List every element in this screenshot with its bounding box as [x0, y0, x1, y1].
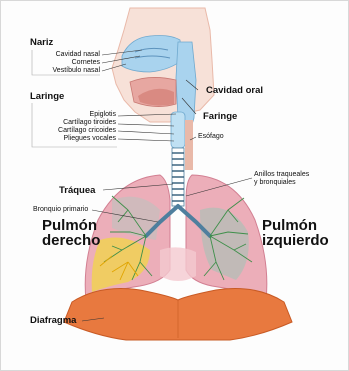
- label-pulmon-izquierdo-2: izquierdo: [262, 233, 329, 248]
- label-anillos-line1: Anillos traqueales: [254, 171, 309, 178]
- label-faringe: Faringe: [203, 111, 237, 122]
- label-traquea: Tráquea: [59, 185, 95, 196]
- esophagus: [185, 120, 193, 170]
- label-cornetes: Cornetes: [34, 59, 100, 66]
- label-nariz: Nariz: [30, 37, 53, 48]
- label-cartilago-tiroides: Cartílago tiroides: [36, 119, 116, 126]
- label-cavidad-nasal: Cavidad nasal: [34, 51, 100, 58]
- larynx: [171, 112, 185, 148]
- label-esofago: Esófago: [198, 133, 224, 140]
- label-laringe: Laringe: [30, 91, 64, 102]
- label-cavidad-oral: Cavidad oral: [206, 85, 263, 96]
- heart-area: [160, 247, 196, 281]
- label-pliegues-vocales: Pliegues vocales: [36, 135, 116, 142]
- label-vestibulo-nasal: Vestíbulo nasal: [34, 67, 100, 74]
- label-pulmon-derecho-1: Pulmón: [42, 218, 97, 233]
- label-diafragma: Diafragma: [30, 315, 76, 326]
- label-pulmon-derecho-2: derecho: [42, 233, 100, 248]
- label-cartilago-cricoides: Cartílago cricoides: [36, 127, 116, 134]
- label-anillos-line2: y bronquiales: [254, 179, 296, 186]
- label-epiglotis: Epiglotis: [36, 111, 116, 118]
- label-pulmon-izquierdo-1: Pulmón: [262, 218, 317, 233]
- label-bronquio-primario: Bronquio primario: [33, 206, 88, 213]
